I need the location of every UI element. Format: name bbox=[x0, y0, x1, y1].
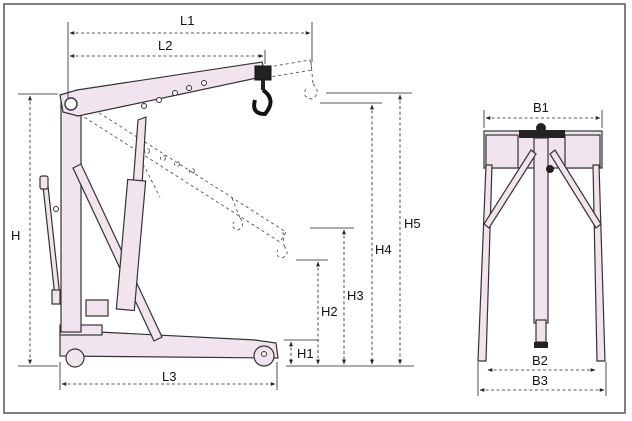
crane-handle bbox=[39, 175, 61, 305]
image-frame bbox=[3, 3, 626, 414]
label-l1: L1 bbox=[180, 13, 194, 28]
side-view: L1 L2 H L3 H1 H2 H3 H4 bbox=[11, 13, 421, 390]
label-l2: L2 bbox=[158, 38, 172, 53]
front-mast bbox=[533, 137, 549, 324]
label-b3: B3 bbox=[532, 373, 548, 388]
front-view: B1 B2 B3 bbox=[477, 100, 607, 396]
crane-base bbox=[59, 324, 279, 368]
label-l3: L3 bbox=[162, 369, 176, 384]
label-h1: H1 bbox=[297, 346, 314, 361]
crane-boom bbox=[59, 61, 267, 117]
label-h2: H2 bbox=[321, 304, 338, 319]
label-b1: B1 bbox=[533, 100, 549, 115]
label-h3: H3 bbox=[347, 288, 364, 303]
label-h: H bbox=[11, 228, 20, 243]
label-h4: H4 bbox=[375, 242, 392, 257]
label-h5: H5 bbox=[404, 216, 421, 231]
lowered-boom-ghost bbox=[69, 99, 288, 259]
front-right-leg bbox=[592, 164, 606, 362]
label-b2: B2 bbox=[532, 353, 548, 368]
front-left-leg bbox=[477, 164, 493, 362]
hydraulic-ram bbox=[85, 116, 147, 317]
lifting-hook bbox=[252, 65, 273, 117]
